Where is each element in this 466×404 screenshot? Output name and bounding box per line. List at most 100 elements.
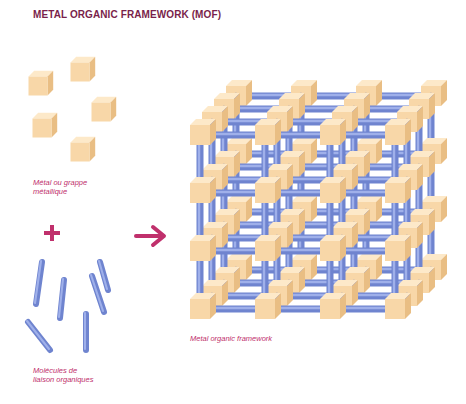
- cube-side: [222, 222, 228, 248]
- metal-cluster: [385, 177, 411, 203]
- cube-side: [352, 222, 358, 248]
- cube-side: [364, 93, 370, 119]
- cube-side: [234, 93, 240, 119]
- metal-cluster: [190, 119, 216, 145]
- cube-side: [246, 138, 252, 164]
- cube-side: [299, 93, 305, 119]
- cube-side: [48, 71, 54, 96]
- diagram-title: METAL ORGANIC FRAMEWORK (MOF): [33, 9, 221, 20]
- metal-cluster: [320, 235, 346, 261]
- cube-front: [385, 299, 405, 319]
- cube-side: [287, 222, 293, 248]
- cube-side: [340, 119, 346, 145]
- cube-front: [385, 183, 405, 203]
- cube-side: [405, 177, 411, 203]
- metal-cluster: [385, 235, 411, 261]
- cube-side: [111, 97, 117, 122]
- cube-side: [210, 177, 216, 203]
- cube-side: [405, 293, 411, 319]
- cube-front: [190, 125, 210, 145]
- cube-side: [417, 164, 423, 190]
- cube-side: [352, 106, 358, 132]
- cube-side: [311, 196, 317, 222]
- cube-side: [340, 177, 346, 203]
- cube-side: [441, 138, 447, 164]
- cube-side: [429, 209, 435, 235]
- cube-side: [246, 254, 252, 280]
- cube-side: [222, 106, 228, 132]
- cube-side: [352, 280, 358, 306]
- metal-cluster: [92, 97, 117, 122]
- cube-side: [299, 209, 305, 235]
- cube-front: [190, 183, 210, 203]
- cube-side: [364, 151, 370, 177]
- metal-cluster: [320, 293, 346, 319]
- organic-linker: [59, 279, 64, 318]
- metal-cluster: [190, 293, 216, 319]
- metal-cluster: [29, 71, 54, 96]
- cube-side: [234, 209, 240, 235]
- caption-label: Métal ou grappe métallique: [33, 178, 95, 196]
- cube-side: [246, 196, 252, 222]
- metal-cluster: [190, 177, 216, 203]
- metal-cluster: [255, 177, 281, 203]
- caption-label: Molécules de liaison organiques: [33, 366, 97, 384]
- cube-side: [405, 235, 411, 261]
- cube-front: [320, 183, 340, 203]
- cube-front: [33, 119, 52, 138]
- cube-side: [441, 80, 447, 106]
- metal-cluster: [71, 57, 96, 82]
- metal-cluster: [320, 177, 346, 203]
- cube-side: [352, 164, 358, 190]
- cube-front: [255, 125, 275, 145]
- cube-side: [210, 235, 216, 261]
- cube-side: [417, 106, 423, 132]
- cube-side: [275, 293, 281, 319]
- organic-linker: [91, 275, 104, 312]
- cube-side: [364, 209, 370, 235]
- cube-front: [385, 125, 405, 145]
- cube-side: [441, 196, 447, 222]
- cube-side: [376, 138, 382, 164]
- cube-front: [255, 299, 275, 319]
- organic-linker: [27, 321, 50, 350]
- organic-linker: [99, 261, 108, 290]
- cube-front: [190, 241, 210, 261]
- cube-side: [429, 93, 435, 119]
- cube-side: [376, 196, 382, 222]
- organic-linker: [35, 261, 42, 304]
- metal-cluster: [255, 119, 281, 145]
- cube-front: [385, 241, 405, 261]
- cube-front: [320, 299, 340, 319]
- cube-side: [417, 222, 423, 248]
- organic-linker: [85, 313, 86, 350]
- cube-side: [234, 151, 240, 177]
- cube-front: [92, 103, 111, 122]
- cube-side: [222, 164, 228, 190]
- cube-side: [311, 80, 317, 106]
- cube-side: [299, 267, 305, 293]
- cube-side: [210, 119, 216, 145]
- cube-front: [255, 241, 275, 261]
- cube-side: [275, 177, 281, 203]
- cube-front: [71, 143, 90, 162]
- cube-side: [340, 235, 346, 261]
- cube-front: [71, 63, 90, 82]
- cube-front: [320, 125, 340, 145]
- cube-side: [246, 80, 252, 106]
- cube-side: [234, 267, 240, 293]
- cube-side: [90, 57, 96, 82]
- cube-side: [376, 80, 382, 106]
- cube-side: [364, 267, 370, 293]
- cube-front: [255, 183, 275, 203]
- cube-side: [52, 113, 58, 138]
- metal-cluster: [320, 119, 346, 145]
- cube-side: [405, 119, 411, 145]
- metal-cluster: [190, 235, 216, 261]
- cube-side: [210, 293, 216, 319]
- cube-side: [311, 254, 317, 280]
- metal-cluster: [255, 235, 281, 261]
- cube-side: [340, 293, 346, 319]
- cube-side: [417, 280, 423, 306]
